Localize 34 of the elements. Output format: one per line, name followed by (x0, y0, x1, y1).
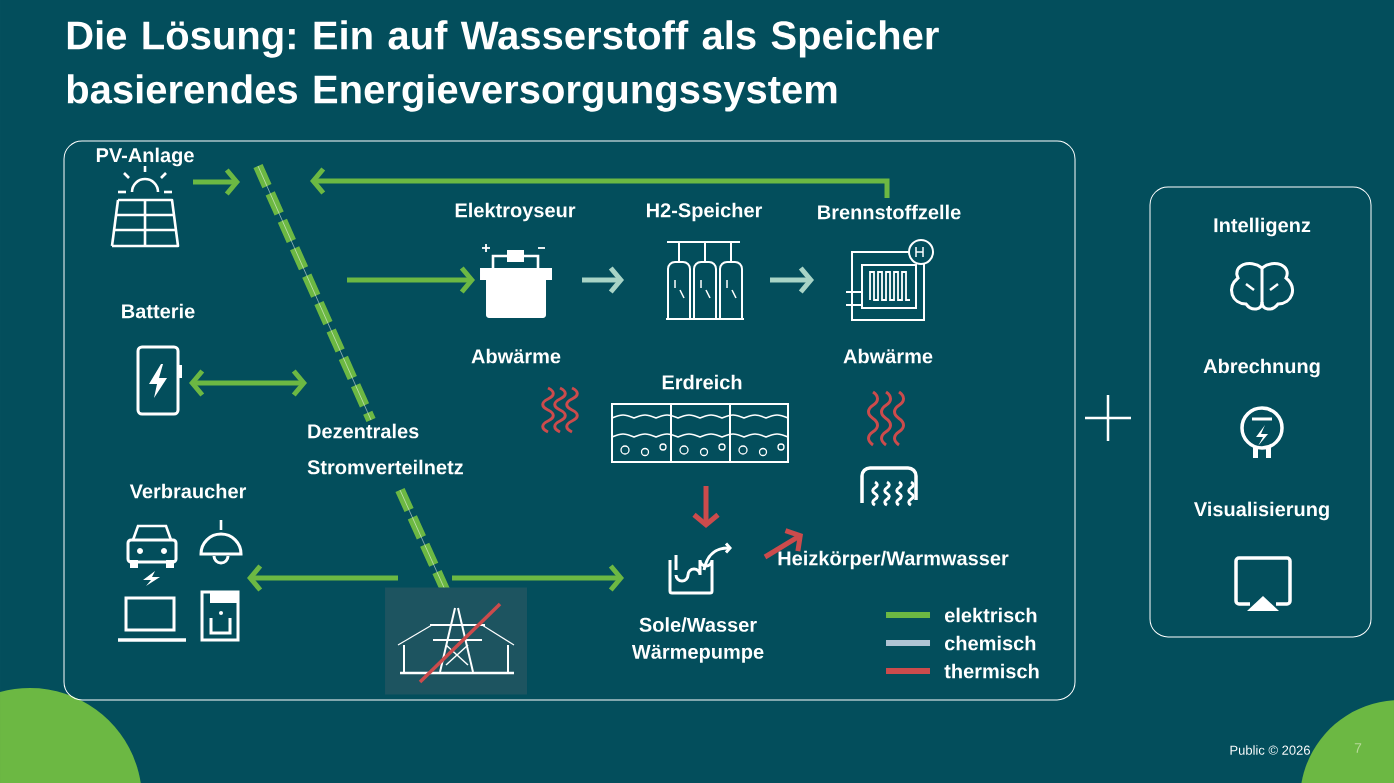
arrow (452, 564, 624, 592)
node-label: Intelligenz (1214, 217, 1311, 237)
node-label: Dezentrales Stromverteilnetz (307, 423, 463, 475)
node-label: Verbraucher (129, 483, 247, 499)
footer-note: Public © 2026 (1230, 745, 1310, 755)
arrow (347, 266, 475, 294)
node-label: Elektroyseur (455, 202, 576, 222)
page-number: 7 (1354, 743, 1362, 753)
arrow (193, 168, 240, 196)
node-label: Erdreich (662, 374, 742, 390)
node-label: Abwärme (843, 348, 933, 364)
crossed-pylon-drawing (385, 587, 527, 695)
panel-frame (1149, 186, 1372, 638)
arrow (770, 266, 814, 294)
node-label: Batterie (122, 303, 195, 319)
legend-label: thermisch (944, 663, 1039, 679)
node-label: H2-Speicher (647, 202, 763, 222)
arrow (692, 486, 720, 528)
node-label: Brennstoffzelle (818, 204, 961, 220)
slide-title: Die Lösung: Ein auf Wasserstoff als Speicher basierendes Energieversorgungssystem (67, 20, 939, 112)
arrow (247, 564, 398, 592)
arrow (189, 369, 307, 397)
node-label: PV-Anlage (96, 147, 194, 167)
arrow (582, 266, 624, 294)
legend-label: elektrisch (945, 607, 1037, 623)
node-label: Abwärme (471, 348, 561, 364)
arrow (310, 167, 890, 198)
legend-label: chemisch (945, 635, 1036, 651)
node-label: Sole/Wasser Wärmepumpe (631, 617, 764, 663)
arrow (763, 528, 803, 560)
node-label: Abrechnung (1203, 358, 1320, 378)
panel-frame (63, 140, 1076, 701)
node-label: Visualisierung (1194, 501, 1329, 521)
node-label: Heizkörper/Warmwasser (778, 550, 1009, 570)
